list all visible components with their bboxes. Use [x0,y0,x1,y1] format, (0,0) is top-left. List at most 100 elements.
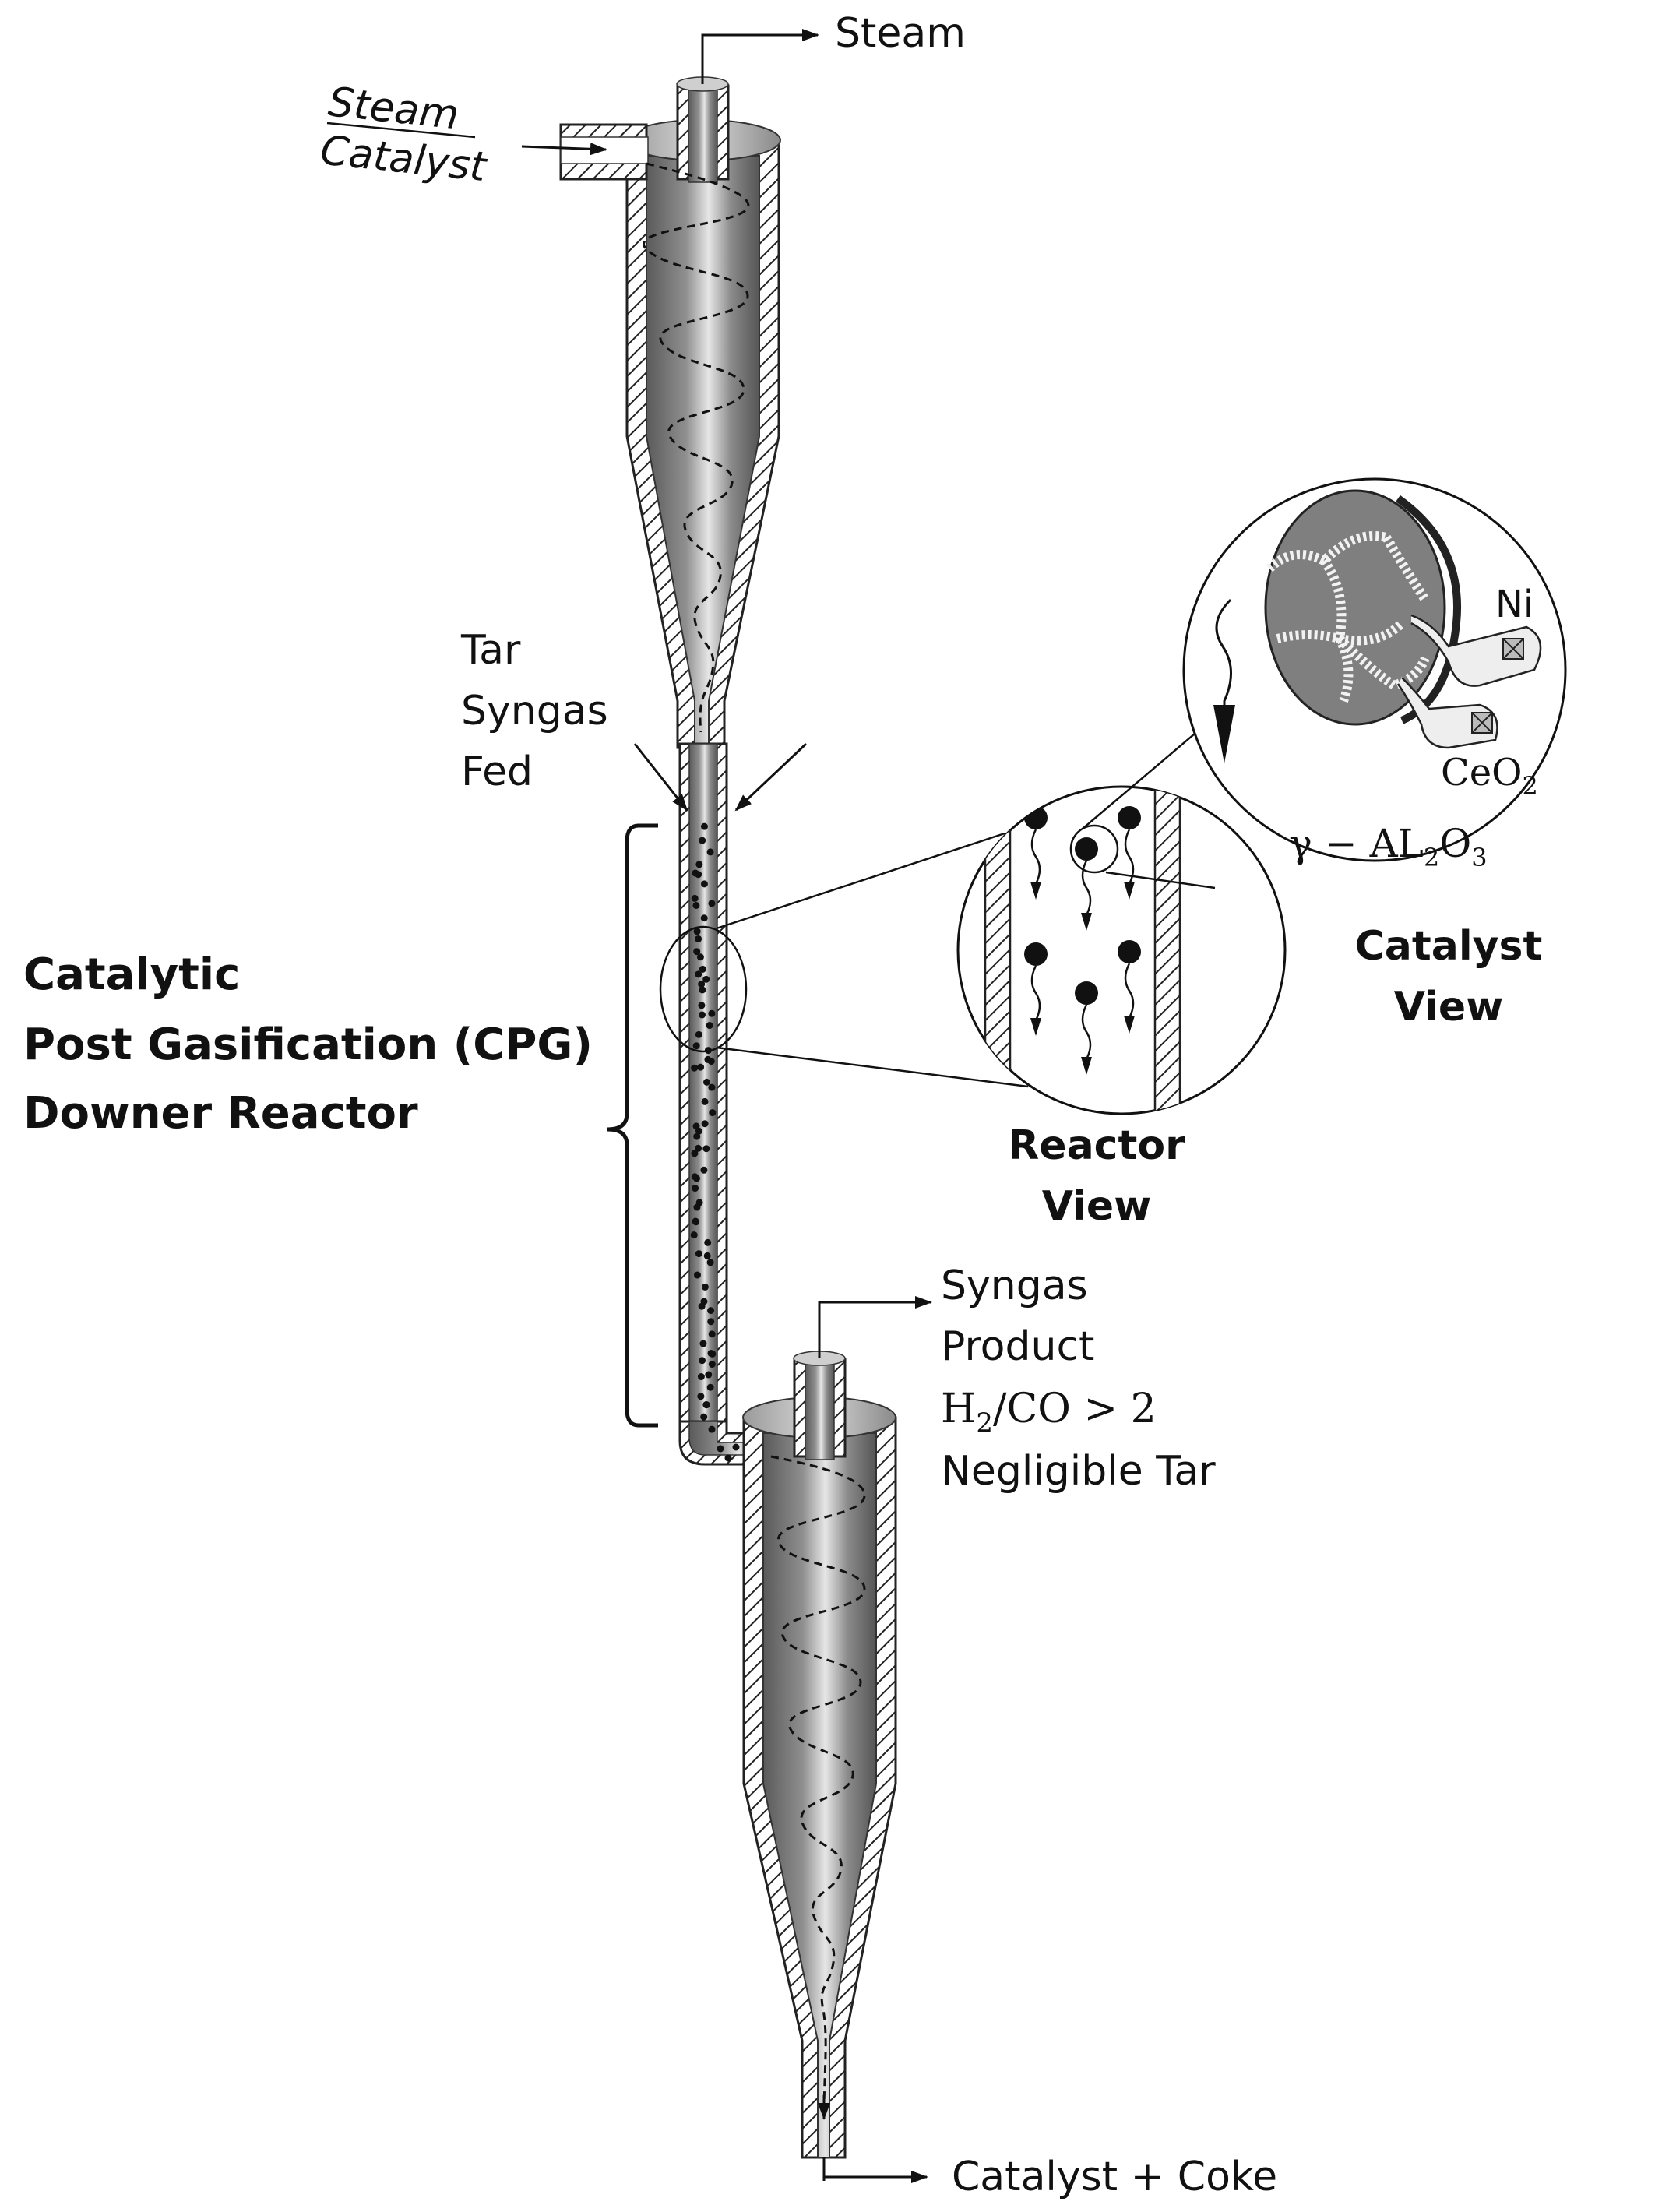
tube-particle [708,1330,716,1338]
tube-particle [695,871,702,879]
tube-particle [707,1318,715,1326]
tube-particle [702,1078,710,1086]
tube-particle [707,1307,715,1315]
label-ceo2: CeO2 [1441,751,1538,801]
label-reactor-line1: Catalytic [23,949,240,1000]
label-fed: Fed [461,748,533,795]
tube-particle [699,986,706,994]
tube-particle [692,901,700,909]
label-reactor-view-line2: View [1042,1183,1151,1230]
tube-particle [695,861,703,868]
tube-particle [708,1009,716,1017]
tube-particle [706,1022,713,1030]
catalyst-particle [1264,489,1446,726]
label-h2-co-ratio: H2/CO > 2 [941,1386,1157,1439]
catalyst-pores [1266,531,1430,703]
reactor-view-particles [1024,806,1141,1075]
tube-particle [706,848,714,856]
tube-particle [704,1238,712,1246]
catalyst-flow-left [1215,598,1232,732]
steam-top-arrow [701,29,819,84]
catalyst-flow-right [1597,600,1612,732]
label-reactor-line2: Post Gasification (CPG) [23,1020,593,1070]
tube-particle [709,1109,717,1117]
tube-particle [732,1443,740,1451]
label-product-line1: Syngas [941,1263,1088,1309]
tar-syngas-arrow-left [633,743,688,812]
tube-particle [700,1413,708,1421]
labels: Steam Steam Catalyst Tar Syngas Fed Cata… [23,10,1542,2200]
tube-particle [696,953,704,961]
tube-particle [724,1454,732,1462]
label-reactor-line3: Downer Reactor [23,1088,418,1139]
tube-particle [699,837,706,844]
label-ni: Ni [1495,583,1533,626]
label-steam-top: Steam [835,10,966,57]
tube-particle [697,1063,705,1071]
zoom-particle [1075,981,1098,1075]
tube-particle [705,1371,713,1379]
tube-particle [693,928,701,935]
label-catalyst-view-line2: View [1394,984,1503,1030]
tube-particle [698,1302,706,1310]
label-alumina: γ − AL2O3 [1289,821,1488,872]
syngas-product-arrow [818,1296,932,1358]
tube-particle [699,1011,706,1019]
top-cyclone-spiral [643,162,750,733]
tube-particle [699,965,706,973]
tar-syngas-arrow-right [734,742,808,812]
tube-particle [700,1166,708,1174]
downer-reactor-tube [678,742,780,1466]
tube-particle [697,1373,705,1381]
top-cyclone-body [646,155,760,748]
label-reactor-view-line1: Reactor [1008,1122,1185,1169]
tube-particle [698,1002,706,1009]
tube-particle [703,1252,711,1259]
tube-particle [708,1425,716,1433]
label-bottom-outlet: Catalyst + Coke [952,2154,1277,2200]
tube-particle [691,1173,699,1181]
tube-particle [700,880,708,888]
label-catalyst-view-line1: Catalyst [1355,923,1543,970]
tube-particle [708,1361,716,1368]
tube-particle [692,1042,700,1050]
tube-particle [700,914,708,922]
tube-particle [695,1127,702,1135]
zoom-source-ellipse [659,925,748,1053]
tube-particle [690,1231,698,1239]
tube-particle [695,1144,702,1152]
tube-particle [704,1055,712,1063]
tube-particle [693,1203,701,1211]
label-product-line4: Negligible Tar [941,1448,1216,1495]
label-tar: Tar [460,627,521,674]
tube-particle [701,1283,709,1291]
tube-particle [693,948,701,956]
tube-particle [699,1357,706,1365]
label-syngas: Syngas [461,688,608,734]
zoom-particle [1024,942,1048,1036]
tube-particle [717,1445,724,1453]
tube-particle [695,970,702,978]
tube-particle [708,1083,716,1091]
tube-particle [709,1350,717,1358]
tube-particle [702,1145,710,1153]
tube-particle [706,1259,714,1266]
tube-particle [708,900,716,907]
tube-particle [691,1150,699,1157]
tube-particle [692,1218,700,1226]
tube-particle [695,1030,702,1038]
reactor-view-zoom [659,716,1287,1115]
tube-particle [695,1250,702,1258]
tube-particle [702,1401,710,1409]
steam-catalyst-inlet-arrow [521,143,607,156]
catalyst-view-zoom [1182,477,1612,862]
catalyst-coke-out-arrow [822,2171,928,2183]
flow-arrows [521,29,932,2183]
tube-particle [695,935,702,942]
top-cyclone [559,76,781,749]
zoom-particle [1118,940,1141,1034]
reactor-section-brace [607,823,658,1428]
catalyst-particle-rim [1396,495,1461,724]
tube-particle [692,1185,699,1192]
tube-particle [697,1393,705,1400]
